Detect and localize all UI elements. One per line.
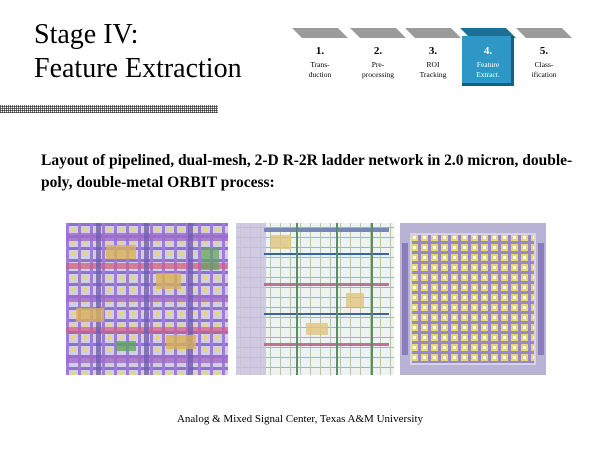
stage-label: Feature Extract. (476, 60, 500, 79)
stage-number: 4. (483, 45, 493, 57)
stage-tab-shape (350, 28, 406, 38)
stage-3-roi-tracking: 3. ROI Tracking (405, 28, 461, 86)
stage-5-classification: 5. Class- ification (516, 28, 572, 86)
stage-tab-shape (516, 28, 572, 38)
stage-4-feature-extract: 4. Feature Extract. (460, 28, 516, 86)
stage-tab-shape (460, 28, 516, 38)
stage-label: Class- ification (531, 60, 557, 79)
stage-tab-shape (292, 28, 348, 38)
layout-description: Layout of pipelined, dual-mesh, 2-D R-2R… (41, 152, 573, 191)
title-underline-pattern (0, 105, 218, 113)
title-line-1: Stage IV: (34, 19, 139, 50)
chip-layout-image-3 (400, 223, 546, 375)
stage-label: Pre- processing (361, 60, 395, 79)
stage-number: 3. (428, 45, 438, 57)
stage-label: ROI Tracking (419, 60, 447, 79)
slide-title: Stage IV: Feature Extraction (34, 18, 242, 86)
footer-credit: Analog & Mixed Signal Center, Texas A&M … (176, 413, 424, 425)
stage-number: 5. (539, 45, 549, 57)
stage-label: Trans- duction (308, 60, 332, 79)
stage-1-transduction: 1. Trans- duction (292, 28, 348, 86)
active-stage-highlight (462, 36, 514, 86)
chip-layout-image-2 (236, 223, 394, 375)
stage-tab-shape (405, 28, 461, 38)
title-line-2: Feature Extraction (34, 53, 242, 84)
stage-number: 1. (315, 45, 325, 57)
stage-number: 2. (373, 45, 383, 57)
chip-layout-image-1 (66, 223, 228, 375)
stage-2-preprocessing: 2. Pre- processing (350, 28, 406, 86)
